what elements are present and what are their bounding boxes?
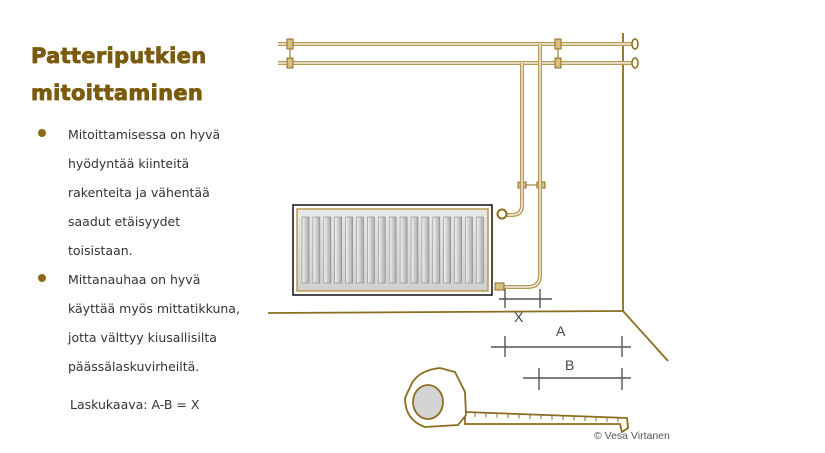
radiator-fin <box>399 216 408 284</box>
bullet-text: saadut etäisyydet <box>68 214 181 229</box>
bullet-item: Mitoittamisessa on hyvä hyödyntää kiinte… <box>38 120 278 265</box>
riser-pipes <box>497 44 542 289</box>
supply-pipes <box>278 42 632 65</box>
radiator-fin <box>443 216 452 284</box>
copyright-text: © Vesa Virtanen <box>594 430 670 442</box>
slide-title: Patteriputkien mitoittaminen <box>31 38 207 112</box>
radiator-fin <box>367 216 375 284</box>
wall-lines <box>267 33 669 362</box>
radiator-fin <box>476 216 484 284</box>
dimension-label-x: X <box>514 309 524 325</box>
radiator-fin <box>410 216 419 284</box>
tape-measure-icon <box>404 367 629 434</box>
dimension-label-b: B <box>565 357 575 373</box>
radiator-fin <box>323 216 332 284</box>
bullet-item: Mittanauhaa on hyvä käyttää myös mittati… <box>38 265 278 381</box>
dimension-lines <box>491 289 631 390</box>
bullet-text: päässälaskuvirheiltä. <box>68 359 200 374</box>
valve-icon <box>496 208 508 220</box>
pipe-end-caps <box>631 38 639 69</box>
bullet-text: hyödyntää kiinteitä <box>68 156 190 171</box>
bullet-text: rakenteita ja vähentää <box>68 185 210 200</box>
radiator-fin <box>356 216 364 284</box>
radiator-fin <box>388 216 397 284</box>
radiator-fin <box>465 216 473 284</box>
radiator-fin <box>334 216 343 284</box>
title-line-1: Patteriputkien <box>31 44 207 69</box>
radiator-fin <box>421 216 430 284</box>
formula-text: Laskukaava: A-B = X <box>70 397 200 412</box>
radiator-fin <box>345 216 353 284</box>
return-fitting <box>494 282 505 291</box>
bullet-text: käyttää myös mittatikkuna, <box>68 301 240 316</box>
bullet-dot-icon <box>38 129 46 137</box>
radiator <box>292 204 493 296</box>
bullet-text: Mittanauhaa on hyvä <box>68 272 201 287</box>
radiator-fin <box>432 216 441 284</box>
radiator-fin <box>454 216 462 284</box>
dimension-label-a: A <box>556 323 566 339</box>
title-line-2: mitoittaminen <box>31 81 204 106</box>
bullet-text: jotta välttyy kiusallisilta <box>68 330 217 345</box>
radiator-fin <box>301 216 310 284</box>
radiator-fin <box>377 216 386 284</box>
bullet-text: toisistaan. <box>68 243 133 258</box>
bullet-text: Mitoittamisessa on hyvä <box>68 127 221 142</box>
radiator-fin <box>312 216 321 284</box>
bullet-dot-icon <box>38 274 46 282</box>
bullet-list: Mitoittamisessa on hyvä hyödyntää kiinte… <box>38 120 278 381</box>
